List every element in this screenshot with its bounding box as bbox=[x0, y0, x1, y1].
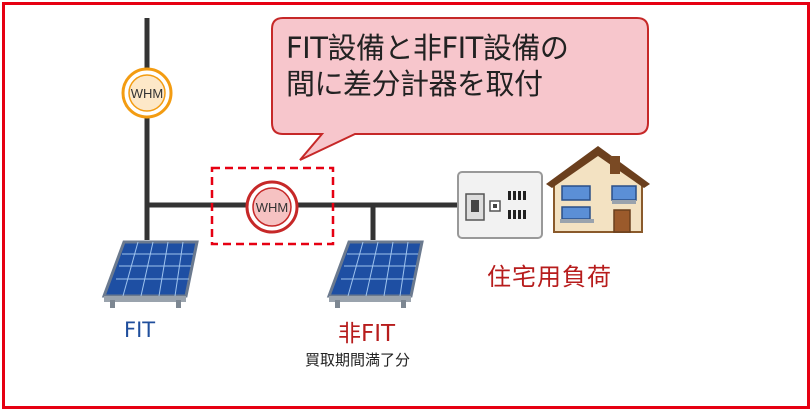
callout-line-2: 間に差分計器を取付 bbox=[286, 67, 543, 101]
callout-line-1: FIT設備と非FIT設備の bbox=[286, 31, 569, 65]
solar-panel-icon bbox=[326, 240, 424, 308]
solar-panel-icon bbox=[101, 240, 199, 308]
house-icon bbox=[546, 146, 650, 233]
callout-text: FIT設備と非FIT設備の 間に差分計器を取付 bbox=[286, 30, 626, 102]
difference-meter: WHM bbox=[245, 180, 299, 234]
residential-load-label: 住宅用負荷 bbox=[487, 263, 612, 291]
top-meter: WHM bbox=[121, 67, 173, 119]
nonfit-label: 非FIT bbox=[338, 321, 396, 347]
breaker-box-icon bbox=[457, 171, 543, 239]
nonfit-sublabel: 買取期間満了分 bbox=[305, 351, 411, 369]
callout-bubble bbox=[271, 17, 649, 161]
fit-label: FIT bbox=[124, 318, 156, 342]
middle-meter-label: WHM bbox=[256, 200, 289, 215]
meter-highlight-box bbox=[210, 166, 335, 246]
top-meter-label: WHM bbox=[131, 86, 164, 101]
